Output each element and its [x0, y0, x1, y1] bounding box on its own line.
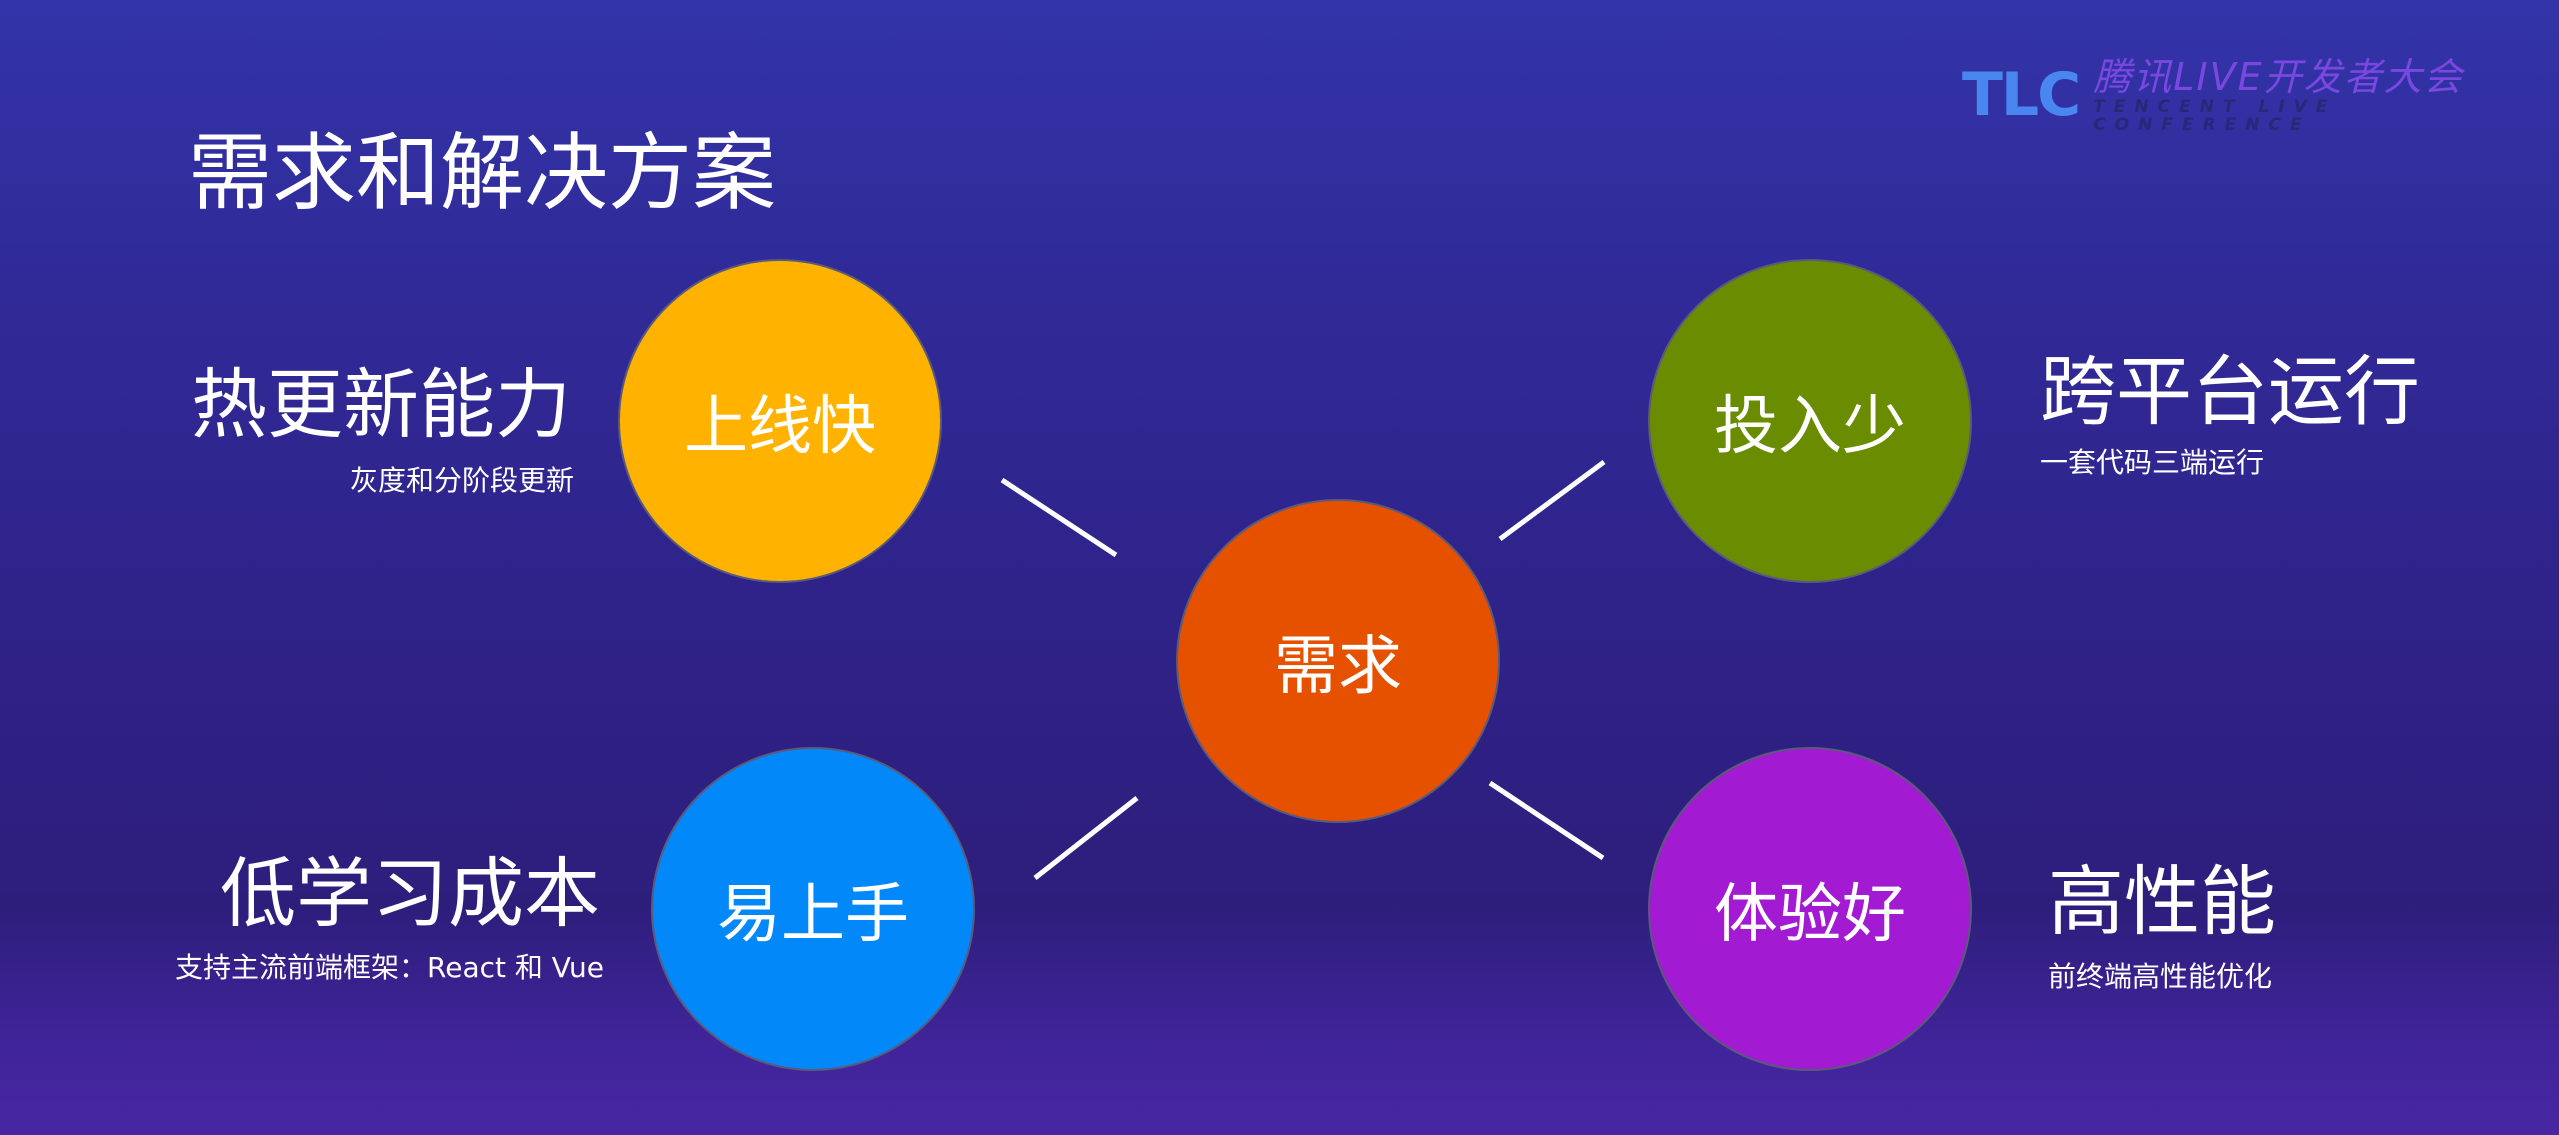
circle-label: 体验好 [1714, 878, 1906, 952]
page-title: 需求和解决方案 [188, 124, 777, 222]
circle-low-cost: 投入少 [1648, 259, 1972, 583]
logo-cn: 腾讯LIVE开发者大会 [2093, 55, 2464, 99]
label-cross-platform: 跨平台运行 [2040, 347, 2420, 436]
logo-mark: TLC [1962, 60, 2081, 130]
label-high-performance: 高性能 [2048, 857, 2276, 946]
circle-good-experience: 体验好 [1648, 747, 1972, 1071]
circle-label: 投入少 [1714, 390, 1906, 464]
connector-line-top-left [1000, 477, 1118, 558]
circle-label: 上线快 [684, 390, 876, 464]
sub-high-performance: 前终端高性能优化 [2048, 960, 2273, 993]
label-hot-update: 热更新能力 [191, 360, 571, 449]
circle-label: 易上手 [717, 878, 909, 952]
connector-line-bottom-left [1033, 796, 1139, 880]
center-circle-label: 需求 [1274, 630, 1402, 704]
circle-fast-launch: 上线快 [618, 259, 942, 583]
logo-en: TENCENT LIVE CONFERENCE [2093, 97, 2337, 135]
sub-hot-update: 灰度和分阶段更新 [349, 464, 574, 497]
sub-cross-platform: 一套代码三端运行 [2040, 446, 2265, 479]
tlc-logo: TLC 腾讯LIVE开发者大会 TENCENT LIVE CONFERENCE [1962, 56, 2559, 134]
sub-low-learning-cost: 支持主流前端框架：React 和 Vue [175, 951, 604, 984]
circle-easy-start: 易上手 [651, 747, 975, 1071]
logo-text: 腾讯LIVE开发者大会 TENCENT LIVE CONFERENCE [2093, 56, 2559, 134]
connector-line-top-right [1498, 459, 1606, 542]
label-low-learning-cost: 低学习成本 [220, 849, 600, 938]
connector-line-bottom-right [1488, 780, 1605, 861]
center-circle-demand: 需求 [1176, 499, 1500, 823]
